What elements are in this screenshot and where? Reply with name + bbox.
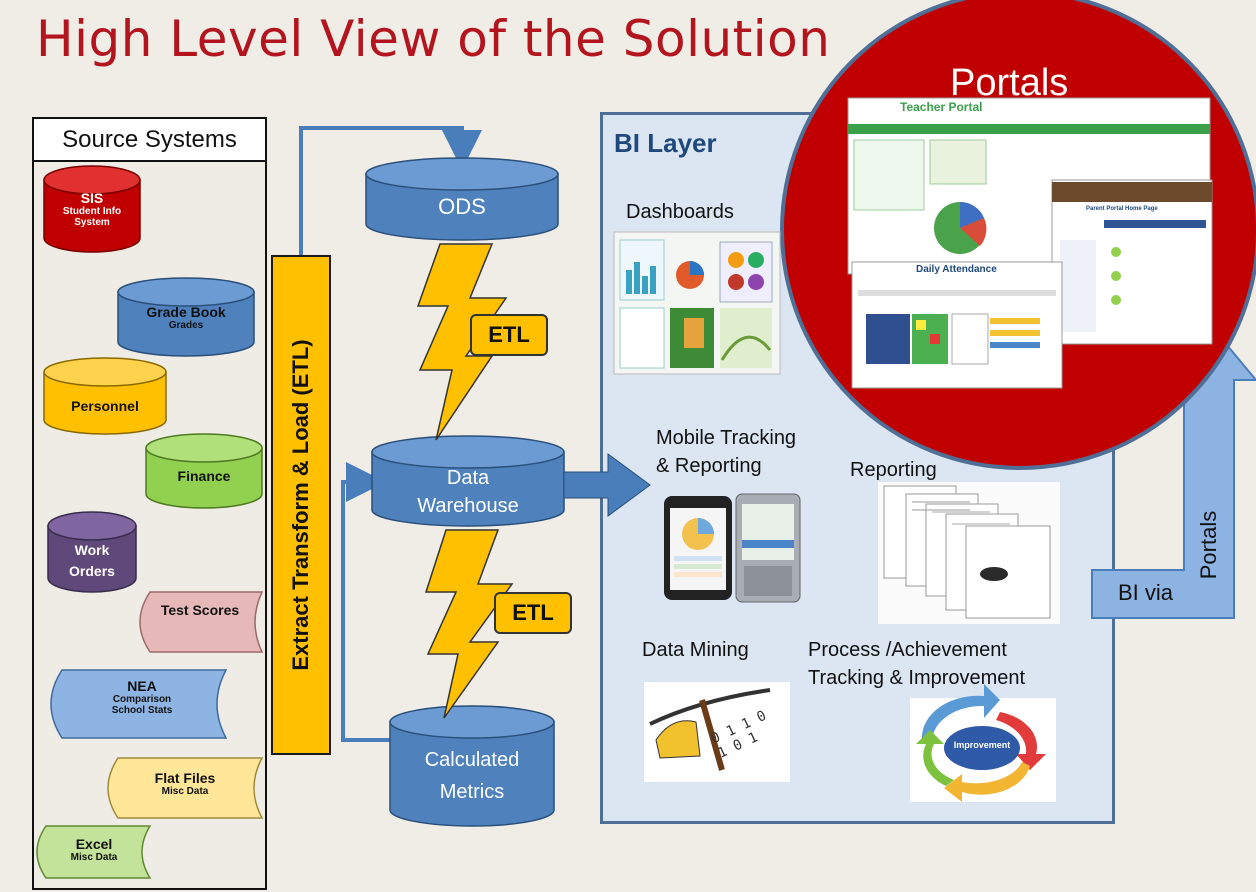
excel-label: Excel Misc Data [46, 836, 142, 863]
sis-name: SIS [80, 190, 104, 206]
metrics-label-line1: Calculated [424, 749, 520, 771]
bi-via-portals-arrow [1091, 330, 1256, 619]
warehouse-label-line1: Data [446, 467, 490, 489]
finance-label: Finance [146, 468, 262, 484]
process-label-line2: Tracking & Improvement [808, 667, 1026, 689]
process-label: Process /Achievement Tracking & Improvem… [808, 636, 1025, 692]
warehouse-cylinder [371, 435, 565, 527]
daily-attendance-label: Daily Attendance [916, 264, 997, 275]
sis-label: SIS Student Info System [44, 190, 140, 228]
finance-name: Finance [177, 468, 231, 484]
parent-portal-label: Parent Portal Home Page [1086, 206, 1158, 212]
parent-portal-card [1051, 179, 1213, 345]
slide-title: High Level View of the Solution [36, 10, 831, 68]
ods-cylinder [365, 157, 559, 241]
work-orders-label: Work Orders [56, 540, 128, 582]
improvement-cycle [910, 684, 1056, 802]
flat-files-sub: Misc Data [161, 786, 209, 797]
metrics-cylinder [389, 705, 555, 827]
excel-shape [36, 825, 152, 879]
nea-label: NEA Comparison School Stats [62, 678, 222, 716]
etl-tag-upper: ETL [470, 314, 548, 356]
excel-sub: Misc Data [70, 852, 118, 863]
data-mining-image [644, 682, 790, 782]
personnel-label: Personnel [44, 398, 166, 414]
teacher-portal-label: Teacher Portal [900, 100, 983, 114]
mobile-phones [664, 493, 801, 603]
flat-files-name: Flat Files [154, 770, 216, 786]
personnel-name: Personnel [71, 398, 139, 414]
metrics-to-warehouse-connector [341, 462, 390, 742]
warehouse-label: Data Warehouse [372, 464, 564, 520]
reporting-pages [878, 482, 1060, 624]
gradebook-cylinder [117, 277, 255, 357]
bi-layer-title: BI Layer [614, 128, 717, 158]
ods-label: ODS [438, 194, 486, 219]
nea-name: NEA [127, 678, 157, 694]
dashboards-label: Dashboards [626, 201, 734, 223]
test-scores-shape [139, 591, 264, 653]
sis-sub: Student Info System [62, 206, 122, 228]
work-orders-name: Work Orders [69, 542, 115, 579]
warehouse-label-line2: Warehouse [417, 495, 519, 517]
etl-bar: Extract Transform & Load (ETL) [271, 255, 331, 755]
dashboards-thumbnail [613, 231, 781, 375]
mobile-label-line1: Mobile Tracking [656, 427, 797, 449]
sis-cylinder [43, 165, 141, 253]
test-scores-label: Test Scores [160, 600, 240, 621]
gradebook-sub: Grades [168, 320, 204, 331]
source-systems-title: Source Systems [32, 117, 267, 162]
nea-sub: Comparison School Stats [111, 694, 173, 716]
etl-tag-lower: ETL [494, 592, 572, 634]
work-orders-cylinder [47, 511, 137, 593]
lightning-bolt-2 [424, 529, 514, 719]
nea-shape [50, 669, 228, 739]
finance-cylinder [145, 433, 263, 509]
warehouse-to-bi-arrow [563, 453, 651, 517]
mobile-label-line2: & Reporting [656, 455, 762, 477]
test-scores-name: Test Scores [160, 602, 240, 618]
daily-attendance-card [851, 261, 1063, 389]
flat-files-label: Flat Files Misc Data [120, 770, 250, 797]
process-label-line1: Process /Achievement [808, 639, 1007, 661]
gradebook-name: Grade Book [146, 304, 226, 320]
lightning-bolt-1 [416, 243, 508, 441]
excel-name: Excel [75, 836, 113, 852]
gradebook-label: Grade Book Grades [118, 304, 254, 331]
personnel-cylinder [43, 357, 167, 435]
mobile-label: Mobile Tracking & Reporting [656, 424, 796, 480]
etl-to-ods-connector [299, 126, 482, 255]
improvement-label: Improvement [953, 740, 1011, 750]
reporting-label: Reporting [850, 459, 937, 481]
bi-via-portals-label: Portals [1196, 510, 1221, 580]
metrics-label: Calculated Metrics [390, 744, 554, 808]
data-mining-label: Data Mining [642, 639, 749, 661]
metrics-label-line2: Metrics [439, 781, 505, 803]
flat-files-shape [107, 757, 264, 819]
bi-via-label: BI via [1118, 580, 1174, 605]
portals-title: Portals [950, 62, 1069, 104]
